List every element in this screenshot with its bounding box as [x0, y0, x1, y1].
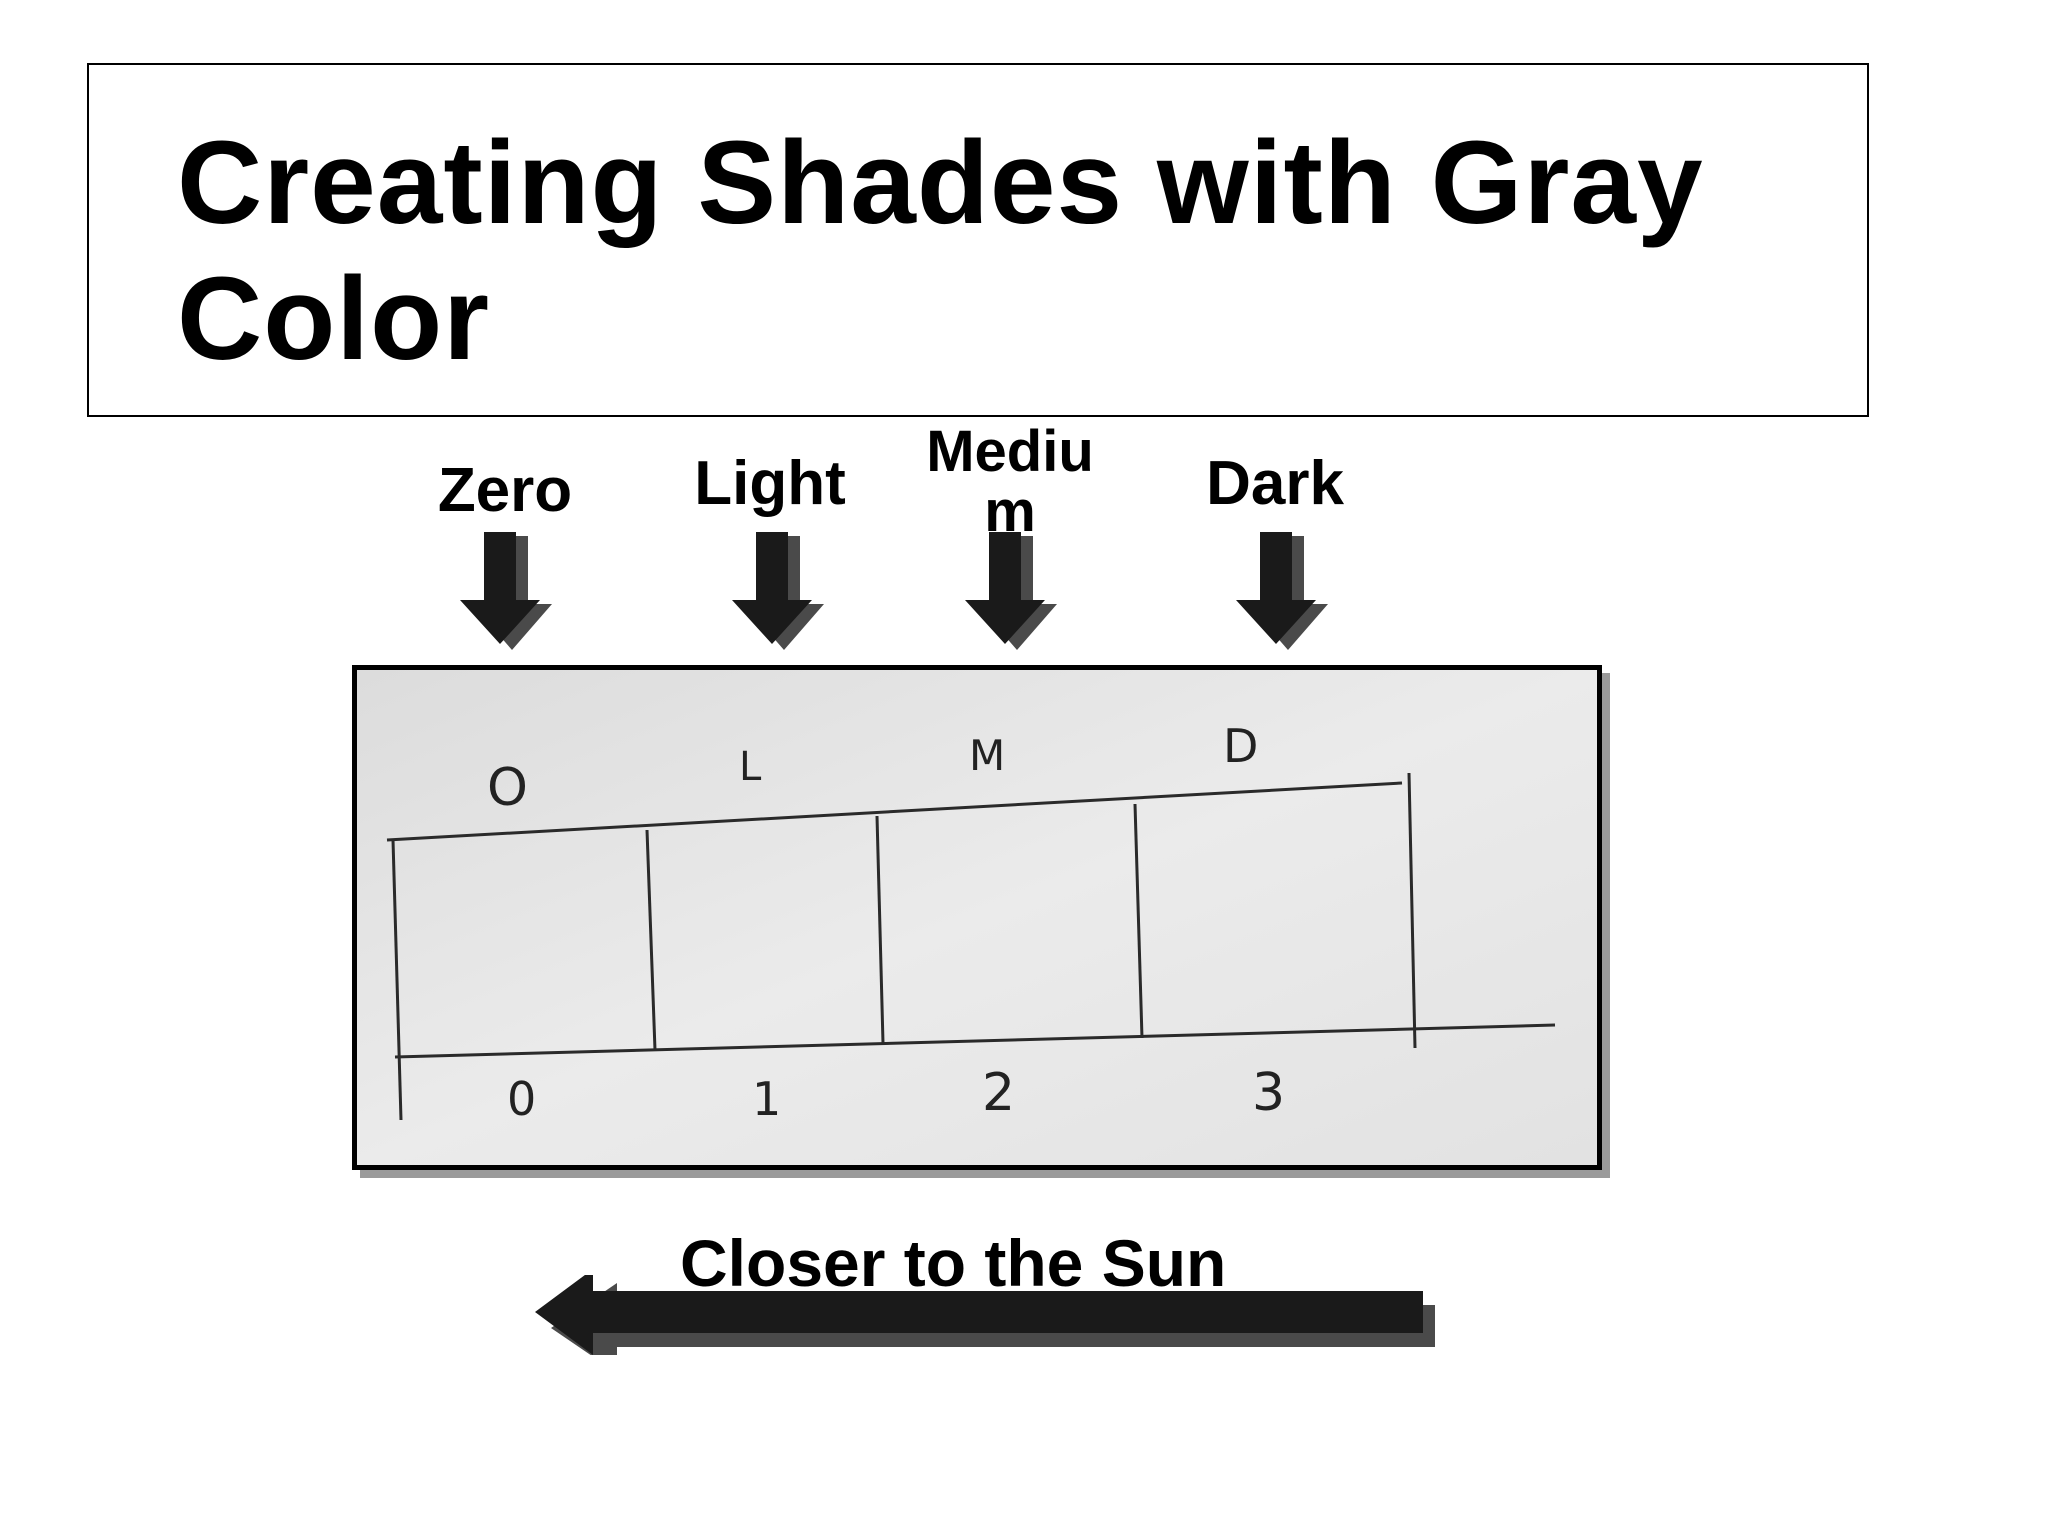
closer-to-sun-label: Closer to the Sun: [680, 1226, 1227, 1300]
shade-label-zero: Zero: [437, 456, 573, 525]
scale-divider-3: [1133, 803, 1144, 1039]
sketch-top-letter-2: M: [969, 731, 1005, 780]
shade-label-medium: Mediu m: [926, 419, 1094, 544]
shade-label-light: Light: [694, 449, 846, 518]
down-arrow-dark-icon: [1236, 532, 1328, 650]
sketch-top-letter-1: L: [739, 744, 762, 790]
sketch-bottom-number-3: 3: [1252, 1063, 1285, 1123]
scale-top-line: [386, 781, 1403, 842]
scale-divider-0: [391, 839, 403, 1121]
scale-divider-4: [1407, 772, 1417, 1049]
sketch-bottom-number-1: 1: [752, 1072, 781, 1126]
down-arrow-medium-icon: [965, 532, 1057, 650]
hand-drawn-value-scale: O L M D 0 1 2 3: [352, 665, 1602, 1170]
sketch-bottom-number-2: 2: [982, 1063, 1015, 1123]
sketch-bottom-number-0: 0: [507, 1072, 536, 1126]
title-box: Creating Shades with Gray Color: [87, 63, 1869, 417]
shade-label-dark: Dark: [1206, 449, 1344, 518]
left-arrow-icon: [535, 1275, 1435, 1355]
scale-divider-1: [645, 829, 657, 1051]
scale-bottom-line: [394, 1023, 1556, 1059]
slide-title: Creating Shades with Gray Color: [177, 117, 1704, 385]
sketch-top-letter-0: O: [487, 758, 528, 818]
scale-divider-2: [875, 815, 885, 1044]
down-arrow-zero-icon: [460, 532, 552, 650]
paper-background: [357, 670, 1597, 1165]
sketch-top-letter-3: D: [1223, 719, 1258, 773]
down-arrow-light-icon: [732, 532, 824, 650]
